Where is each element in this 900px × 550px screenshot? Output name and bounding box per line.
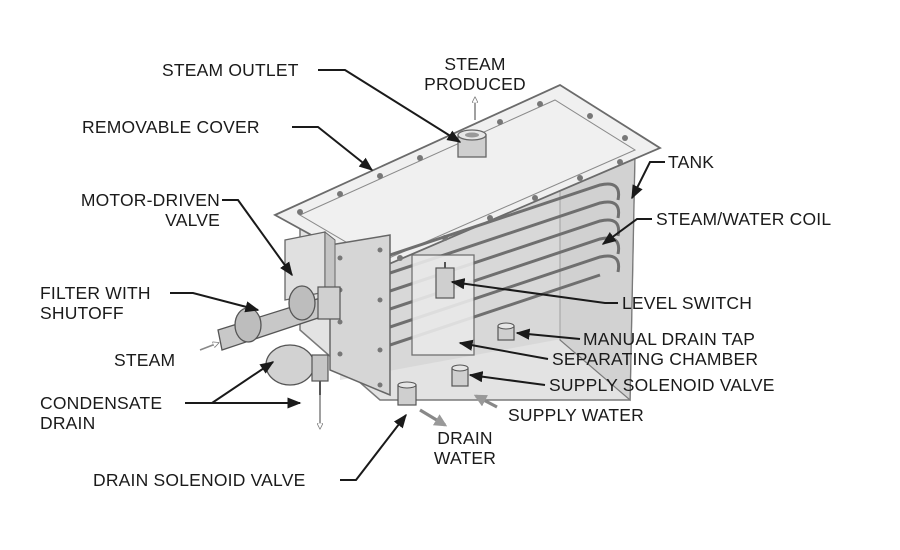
label-supply-water: SUPPLY WATER	[508, 405, 644, 425]
label-drain-solenoid-valve: DRAIN SOLENOID VALVE	[93, 470, 305, 490]
leader-filter	[170, 293, 258, 310]
label-removable-cover: REMOVABLE COVER	[82, 117, 260, 137]
drain-water-arrow	[420, 410, 445, 425]
label-tank: TANK	[668, 152, 714, 172]
label-manual-drain-tap: MANUAL DRAIN TAP	[583, 329, 755, 349]
label-condensate-drain: CONDENSATE DRAIN	[40, 393, 162, 433]
drain-solenoid-valve-part	[398, 382, 416, 405]
condensate-trap	[266, 345, 328, 395]
manual-drain-tap-part	[498, 323, 514, 340]
label-supply-solenoid-valve: SUPPLY SOLENOID VALVE	[549, 375, 775, 395]
leader-tank	[632, 162, 665, 198]
label-steam: STEAM	[114, 350, 175, 370]
leader-drain-solenoid-valve	[340, 415, 406, 480]
leader-condensate-drain-1	[185, 362, 273, 403]
label-steam-water-coil: STEAM/WATER COIL	[656, 209, 831, 229]
steam-in-arrow	[200, 343, 218, 350]
label-drain-water: DRAIN WATER	[430, 428, 500, 468]
label-steam-produced: STEAM PRODUCED	[415, 54, 535, 94]
label-steam-outlet: STEAM OUTLET	[162, 60, 299, 80]
separating-chamber	[412, 255, 474, 355]
supply-solenoid-valve-part	[452, 365, 468, 386]
label-filter-with-shutoff: FILTER WITH SHUTOFF	[40, 283, 151, 323]
leader-removable-cover	[292, 127, 372, 170]
label-separating-chamber: SEPARATING CHAMBER	[552, 349, 758, 369]
label-level-switch: LEVEL SWITCH	[622, 293, 752, 313]
label-motor-driven-valve: MOTOR-DRIVEN VALVE	[52, 190, 220, 230]
steam-outlet-port	[458, 130, 486, 157]
